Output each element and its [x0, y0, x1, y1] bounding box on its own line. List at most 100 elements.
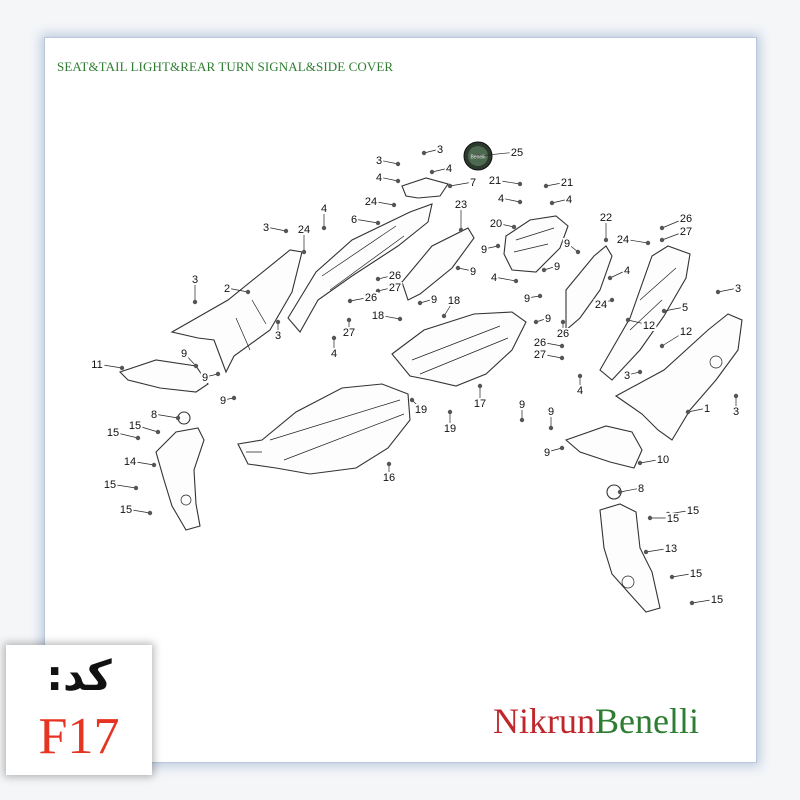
callout-label: 9	[564, 238, 570, 250]
callout-c26d: 26	[555, 319, 571, 340]
callout-label-bg	[435, 144, 445, 155]
callout-c2: 2	[222, 283, 251, 295]
part-left-hook	[155, 427, 205, 531]
callout-label: 13	[665, 543, 677, 555]
callout-c15h: 15	[689, 594, 725, 606]
fastener-dot	[669, 574, 675, 580]
callout-label: 3	[735, 283, 741, 295]
callout-label: 27	[680, 226, 692, 238]
callout-label: 3	[192, 274, 198, 286]
fastener-dot	[559, 343, 565, 349]
callout-label-bg	[122, 456, 138, 467]
callout-label: 6	[351, 214, 357, 226]
callout-label-bg	[488, 218, 504, 229]
callout-c9h: 9	[179, 348, 199, 369]
fastener-dot	[548, 425, 554, 431]
callout-label-bg	[190, 274, 200, 285]
callout-label: 24	[298, 224, 310, 236]
part-right-hook-hole	[621, 575, 635, 589]
callout-label: 24	[617, 234, 629, 246]
fastener-dot	[193, 363, 199, 369]
callout-label: 11	[91, 359, 102, 371]
fastener-dot	[175, 415, 181, 421]
callout-label: 3	[263, 222, 269, 234]
fastener-dot	[637, 460, 643, 466]
callout-c9k: 9	[517, 399, 527, 423]
callout-label: 26	[680, 213, 692, 225]
callout-c4f: 4	[489, 272, 519, 284]
callout-label-bg	[200, 372, 210, 383]
fastener-dot	[607, 275, 613, 281]
callout-label-bg	[387, 270, 403, 281]
fastener-dot	[517, 199, 523, 205]
callout-label-bg	[472, 398, 488, 409]
part-rider-seat	[237, 383, 411, 475]
callout-label: 18	[448, 295, 460, 307]
fastener-dot	[715, 289, 721, 295]
callout-c15f: 15	[647, 513, 681, 525]
callout-c5: 5	[661, 302, 690, 314]
callout-label: 9	[481, 244, 487, 256]
callout-label-bg	[575, 385, 585, 396]
callout-label: 9	[519, 399, 525, 411]
callout-label-bg	[542, 447, 552, 458]
brand-part-2: Benelli	[595, 701, 699, 741]
part-right-rear-cover	[614, 313, 743, 441]
callout-label-bg	[665, 513, 681, 524]
callout-label-bg	[261, 222, 271, 233]
fastener-dot	[192, 299, 198, 305]
callout-c4b: 4	[429, 163, 454, 175]
callout-label: 4	[577, 385, 583, 397]
fastener-dot	[283, 228, 289, 234]
callout-label-bg	[685, 505, 701, 516]
callout-c11: 11	[89, 359, 125, 371]
callout-label-bg	[296, 224, 312, 235]
callout-label: 1	[704, 403, 710, 415]
callout-label-bg	[688, 568, 704, 579]
callout-label: 3	[437, 144, 443, 156]
callout-c9f: 9	[522, 293, 543, 305]
callout-c3b: 3	[421, 144, 445, 156]
part-left-bracket	[118, 359, 209, 393]
fastener-dot	[559, 445, 565, 451]
callout-label: 17	[474, 398, 486, 410]
callout-label-bg	[678, 213, 694, 224]
fastener-dot	[645, 240, 651, 246]
callout-label: 26	[389, 270, 401, 282]
callout-label-bg	[552, 261, 562, 272]
callout-label-bg	[709, 594, 725, 605]
part-right-rear-cover-hole	[709, 355, 723, 369]
callout-label: 4	[566, 194, 572, 206]
callout-label: 15	[107, 427, 119, 439]
callout-c24c: 24	[296, 224, 312, 255]
callout-label-bg	[429, 294, 439, 305]
callout-label: 3	[275, 330, 281, 342]
callout-label: 9	[470, 266, 476, 278]
callout-c3g: 3	[622, 369, 643, 382]
fastener-dot	[685, 409, 691, 415]
callout-c9c: 9	[455, 265, 478, 278]
fastener-dot	[429, 169, 435, 175]
part-left-frame-cover-detail	[321, 225, 405, 291]
callout-label: 24	[595, 299, 607, 311]
part-rear-seat-detail	[411, 325, 509, 375]
callout-label: 26	[534, 337, 546, 349]
fastener-dot	[659, 237, 665, 243]
callout-label: 9	[431, 294, 437, 306]
callout-label-bg	[442, 423, 458, 434]
part-tail-light-detail	[513, 227, 555, 253]
fastener-dot	[397, 316, 403, 322]
callout-label: 8	[151, 409, 157, 421]
callout-c12b: 12	[659, 326, 694, 349]
callout-label: 4	[498, 193, 504, 205]
callout-c26a: 26	[659, 213, 694, 231]
fastener-dot	[549, 200, 555, 206]
callout-c1: 1	[685, 403, 712, 415]
callout-c3d: 3	[190, 274, 200, 305]
callout-label: 9	[554, 261, 560, 273]
fastener-dot	[151, 462, 157, 468]
callout-label-bg	[127, 420, 143, 431]
callout-label: 3	[376, 155, 382, 167]
callout-label-bg	[655, 454, 671, 465]
